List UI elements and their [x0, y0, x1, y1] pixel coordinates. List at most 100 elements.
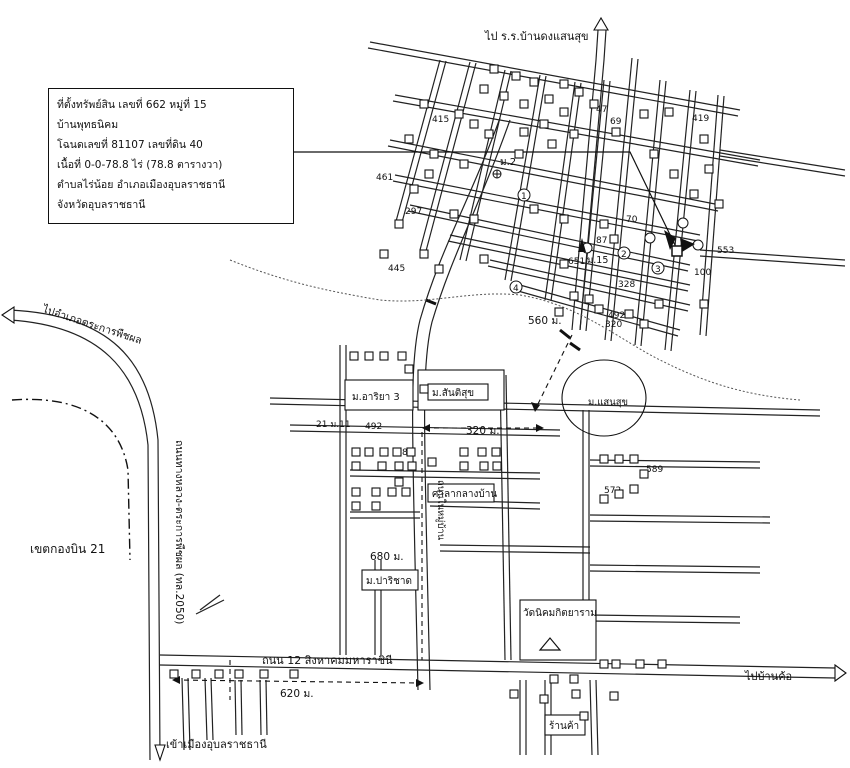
label-sansuk: ม.สันติสุข: [432, 388, 474, 399]
svg-text:415: 415: [432, 115, 449, 125]
building: [419, 384, 429, 394]
building: [407, 461, 417, 471]
building: [514, 149, 524, 159]
building: [394, 461, 404, 471]
label-air-base: เขตกองบิน 21: [30, 542, 105, 556]
building: [559, 79, 569, 89]
building: [519, 99, 529, 109]
building: [419, 249, 429, 259]
svg-text:21 ม.11: 21 ม.11: [316, 420, 351, 430]
building: [519, 127, 529, 137]
building: [214, 669, 224, 679]
building: [424, 169, 434, 179]
building: [169, 669, 179, 679]
building: [609, 691, 619, 701]
dir-west-group: ไปอำเภอตระการพืชผล: [40, 302, 143, 347]
building: [404, 364, 414, 374]
building: [639, 469, 649, 479]
svg-text:553: 553: [717, 246, 734, 256]
building: [624, 309, 634, 319]
building: [559, 214, 569, 224]
building: [639, 109, 649, 119]
building: [599, 219, 609, 229]
building: [529, 77, 539, 87]
air-base-boundary: [11, 398, 131, 561]
building: [611, 659, 621, 669]
building: [569, 291, 579, 301]
buildings: [169, 64, 724, 721]
svg-text:492: 492: [608, 311, 625, 321]
building: [529, 204, 539, 214]
svg-text:492: 492: [365, 422, 382, 432]
svg-text:70: 70: [626, 215, 638, 225]
building: [379, 351, 389, 361]
building: [469, 214, 479, 224]
building: [714, 199, 724, 209]
building: [454, 109, 464, 119]
pointer-line: [294, 151, 676, 246]
svg-text:4: 4: [513, 284, 519, 294]
building: [351, 501, 361, 511]
building: [484, 129, 494, 139]
building: [654, 299, 664, 309]
building: [427, 457, 437, 467]
road-12: ถนน 12 สิงหาคมมหาราชินี: [159, 654, 847, 683]
subject-property-marker: [578, 230, 695, 257]
temple-icon: [538, 637, 562, 651]
info-line-3: โฉนดเลขที่ 81107 เลขที่ดิน 40: [57, 139, 203, 151]
svg-text:445: 445: [388, 264, 405, 274]
building: [579, 711, 589, 721]
building: [387, 487, 397, 497]
svg-text:651: 651: [568, 257, 585, 267]
building: [351, 487, 361, 497]
info-line-5: ตำบลไร่น้อย อำเภอเมืองอุบลราชธานี: [57, 179, 226, 191]
saensuk-circle: [561, 359, 647, 437]
building: [657, 659, 667, 669]
distance-320: 320 ม.: [466, 425, 500, 437]
building: [434, 264, 444, 274]
building: [449, 209, 459, 219]
building: [429, 149, 439, 159]
building: [379, 447, 389, 457]
building: [491, 447, 501, 457]
building: [589, 99, 599, 109]
svg-text:320: 320: [605, 320, 622, 330]
svg-text:461: 461: [376, 173, 393, 183]
building: [379, 249, 389, 259]
building: [419, 99, 429, 109]
building: [409, 184, 419, 194]
svg-text:87: 87: [596, 236, 607, 246]
building: [544, 94, 554, 104]
building: [259, 669, 269, 679]
info-line-2: บ้านพุทธนิคม: [57, 119, 119, 131]
building: [469, 119, 479, 129]
svg-text:589: 589: [646, 465, 663, 475]
building: [699, 134, 709, 144]
building: [689, 189, 699, 199]
label-m15: ม.15: [587, 255, 608, 266]
building: [289, 669, 299, 679]
building: [459, 447, 469, 457]
label-shop: ร้านค้า: [549, 720, 579, 732]
building: [394, 219, 404, 229]
building: [509, 689, 519, 699]
svg-text:100: 100: [694, 268, 711, 278]
building: [559, 107, 569, 117]
label-saensuk: ม.แสนสุข: [588, 397, 628, 408]
building: [614, 489, 624, 499]
label-m2: ม.2: [500, 157, 516, 168]
svg-text:2: 2: [621, 250, 627, 260]
building: [629, 454, 639, 464]
building: [479, 84, 489, 94]
building: [511, 71, 521, 81]
info-line-4: เนื้อที่ 0-0-78.8 ไร่ (78.8 ตารางวา): [57, 159, 223, 171]
svg-text:297: 297: [405, 207, 422, 217]
building: [459, 461, 469, 471]
building: [397, 351, 407, 361]
building: [611, 127, 621, 137]
building: [547, 139, 557, 149]
info-line-6: จังหวัดอุบลราชธานี: [57, 199, 146, 211]
dir-north: ไป ร.ร.บ้านดงแสนสุข: [484, 30, 589, 43]
stream: [229, 259, 801, 401]
